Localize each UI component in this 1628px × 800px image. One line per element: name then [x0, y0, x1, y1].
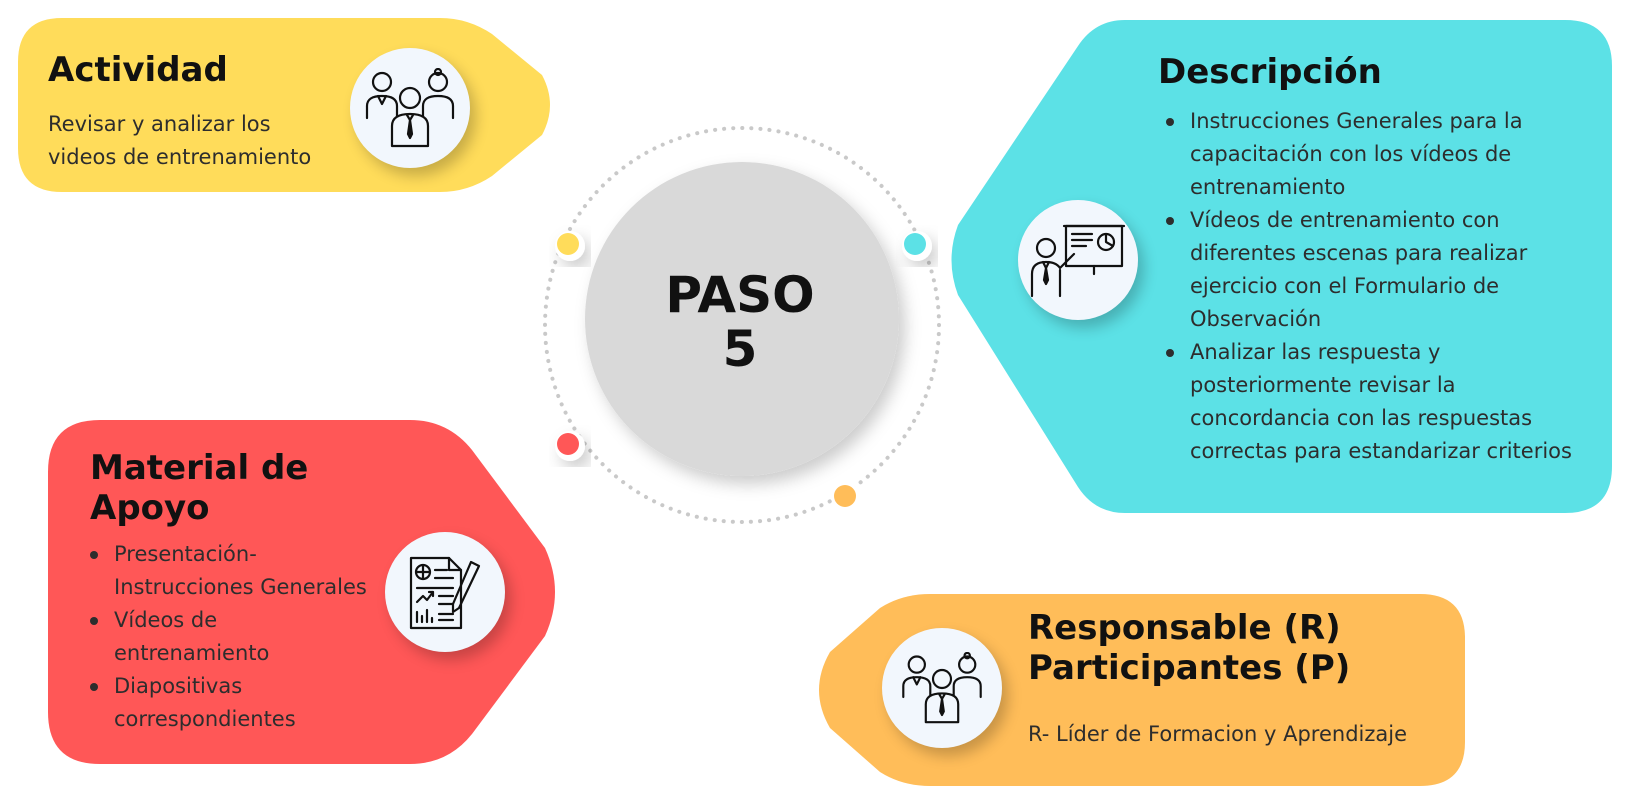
center-ring: [543, 126, 941, 524]
center-circle: [585, 162, 899, 476]
material-title: Material de Apoyo: [90, 448, 308, 528]
actividad-title: Actividad: [48, 50, 228, 90]
center-line2: 5: [722, 320, 758, 378]
material-shape: [48, 420, 555, 764]
material-item: Presentación- Instrucciones Generales: [82, 538, 392, 604]
descripcion-item: Instrucciones Generales para la capacita…: [1158, 105, 1598, 204]
responsable-title-line2: Participantes (P): [1028, 648, 1351, 688]
connector-dot-red: [555, 431, 585, 461]
material-title-line1: Material de: [90, 448, 309, 488]
responsable-title-line1: Responsable (R): [1028, 608, 1341, 648]
actividad-text-line1: Revisar y analizar los: [48, 112, 271, 136]
actividad-text: Revisar y analizar los videos de entrena…: [48, 108, 311, 174]
descripcion-shape: [951, 20, 1612, 513]
center-line1: PASO: [665, 266, 815, 324]
descripcion-item: Vídeos de entrenamiento con diferentes e…: [1158, 204, 1598, 336]
connector-dot-orange: [831, 482, 859, 510]
actividad-text-line2: videos de entrenamiento: [48, 145, 312, 169]
team-icon: [350, 48, 470, 168]
material-item: Diapositivas correspondientes: [82, 670, 392, 736]
material-list: Presentación- Instrucciones Generales Ví…: [82, 538, 392, 736]
center-label: PASO 5: [590, 268, 890, 376]
material-item: Vídeos de entrenamiento: [82, 604, 392, 670]
presentation-icon: [1018, 200, 1138, 320]
descripcion-item: Analizar las respuesta y posteriormente …: [1158, 336, 1598, 468]
descripcion-list: Instrucciones Generales para la capacita…: [1158, 105, 1598, 468]
descripcion-title: Descripción: [1158, 52, 1382, 92]
responsable-title: Responsable (R) Participantes (P): [1028, 608, 1350, 688]
responsable-text: R- Líder de Formacion y Aprendizaje: [1028, 722, 1408, 746]
team-icon: [882, 628, 1002, 748]
report-document-icon: [385, 532, 505, 652]
connector-dot-yellow: [555, 231, 585, 261]
material-title-line2: Apoyo: [90, 488, 210, 528]
connector-dot-cyan: [902, 231, 932, 261]
